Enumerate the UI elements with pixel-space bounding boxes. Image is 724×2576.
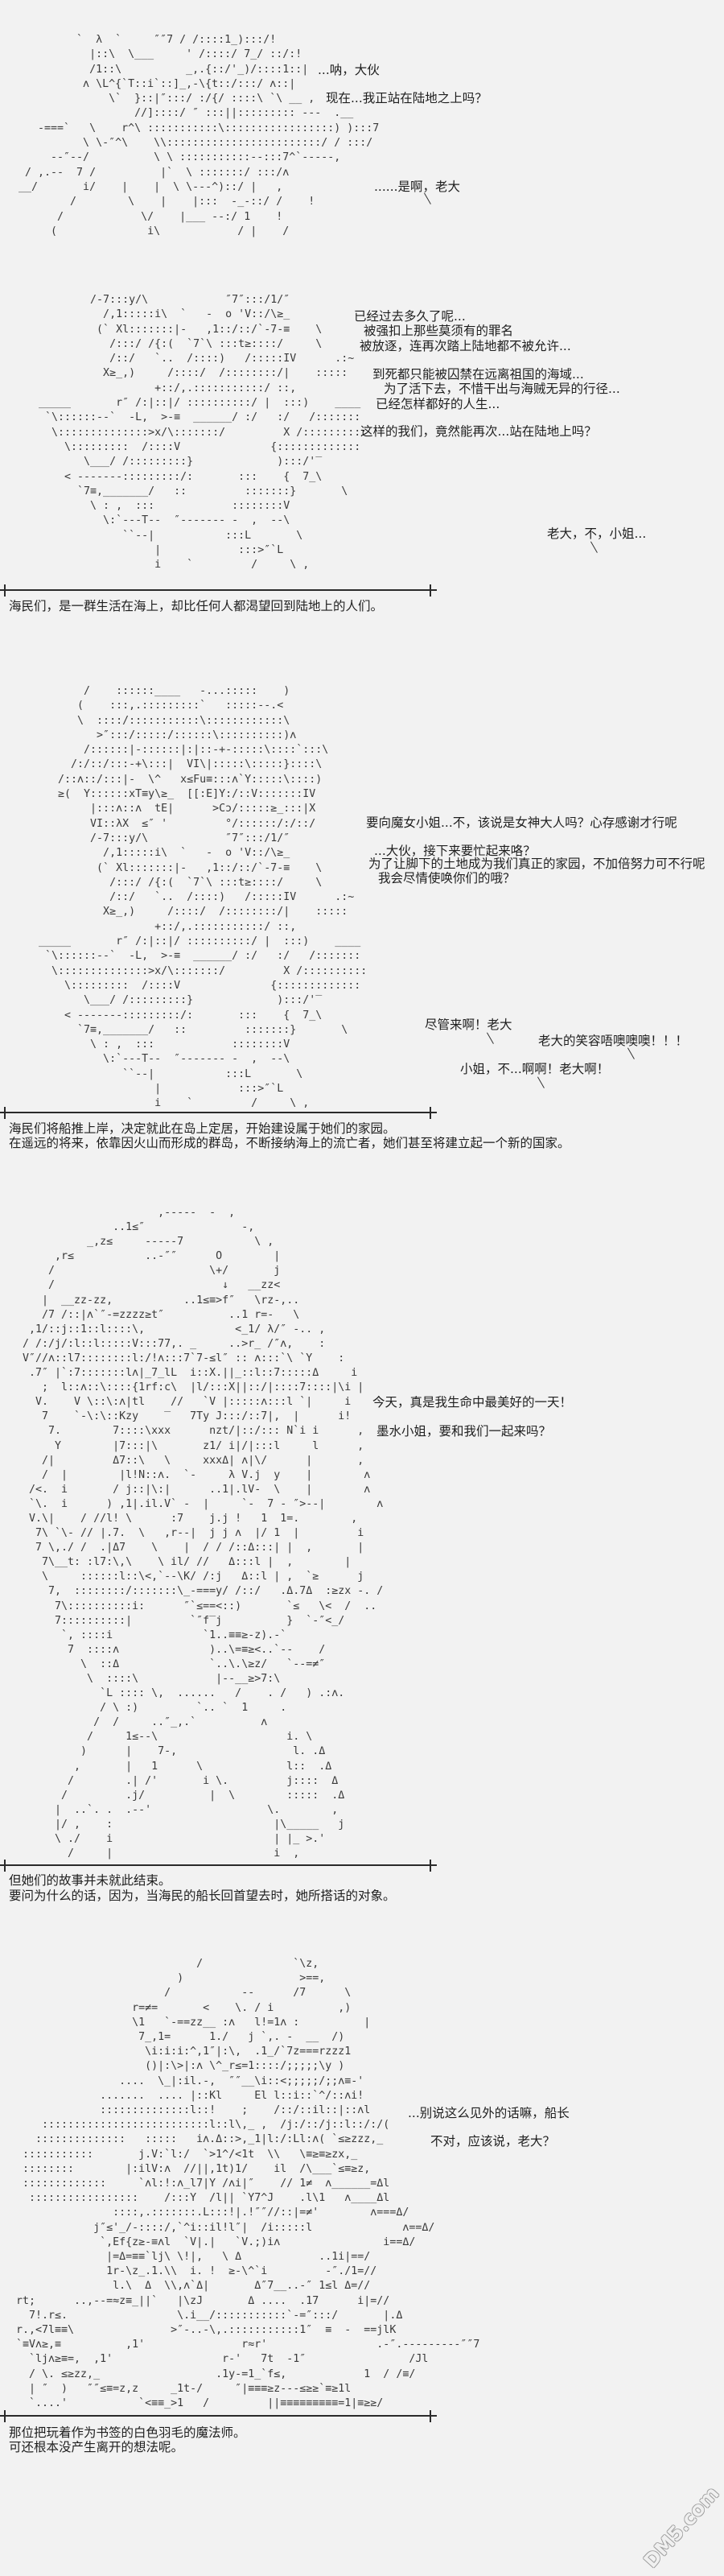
ascii-art-sailor-on-shore: ` λ ` ″″7 / /::::1_):::/! |::\ \___ ' /:… — [19, 34, 380, 237]
ascii-art-witch-reading: / `\z, ) >==, / -- /7 \ r=≠= < \. / i ,)… — [16, 1958, 480, 2410]
divider-line — [0, 2415, 437, 2417]
speech-line: ......是啊，老大 — [374, 180, 461, 194]
divider-tick — [430, 1860, 431, 1872]
speech-line: 现在...我正站在陆地之上吗？ — [326, 91, 487, 105]
speech-line: 不对，应该说，老大？ — [430, 2134, 556, 2149]
crowd-shout: 尽管来啊！老大 — [425, 1018, 512, 1032]
divider-tick — [430, 584, 431, 597]
divider-line — [0, 1864, 437, 1866]
divider-line — [0, 1112, 437, 1113]
speech-line: ...呐，大伙 — [318, 63, 380, 77]
speech-tail — [424, 192, 431, 204]
narration-line: 要问为什么的话，因为，当海民的船长回首望去时，她所搭话的对象。 — [9, 1889, 396, 1903]
narration-line: 在遥远的将来，依靠因火山而形成的群岛，不断接纳海上的流亡者，她们甚至将建立起一个… — [9, 1136, 570, 1150]
speech-line: 今天，真是我生命中最美好的一天！ — [372, 1395, 573, 1410]
speech-line: 已经怎样都好的人生... — [376, 397, 500, 411]
narration-line: 但她们的故事并未就此结束。 — [9, 1873, 171, 1888]
divider-tick — [4, 584, 6, 597]
speech-tail — [590, 541, 598, 553]
speech-line: 为了活下去，不惜干出与海贼无异的行径... — [384, 382, 620, 396]
speech-line: 老大，不，小姐... — [547, 526, 647, 541]
speech-line: ...别说这么见外的话嘛，船长 — [408, 2106, 570, 2120]
divider-line — [0, 589, 437, 591]
speech-line: 到死都只能被囚禁在远离祖国的海域... — [372, 367, 584, 382]
speech-line: 墨水小姐，要和我们一起来吗？ — [376, 1424, 552, 1439]
ascii-art-captain-smiling: / ::::::____ -...::::: ) ( :::,.::::::::… — [39, 685, 368, 1110]
watermark-logo: DM5.com — [639, 2482, 724, 2573]
speech-line: 这样的我们，竟然能再次...站在陆地上吗？ — [360, 424, 597, 439]
speech-tail — [627, 1047, 635, 1059]
crowd-shout: 小姐，不...啊啊！老大啊！ — [460, 1062, 610, 1076]
speech-tail — [537, 1076, 545, 1088]
narration-line: 可还根本没产生离开的想法呢。 — [9, 2440, 184, 2454]
narration-line: 那位把玩着作为书签的白色羽毛的魔法师。 — [9, 2425, 246, 2440]
ascii-art-captain-hat-gesture: ,----- - , ..1≤″ -, _,z≤ -----7 \ , ,r≤ … — [23, 1207, 384, 1860]
narration-line: 海民们将船推上岸，决定就此在岛上定居，开始建设属于她们的家园。 — [9, 1121, 396, 1136]
divider-tick — [430, 1107, 431, 1119]
narration-line: 海民们，是一群生活在海上，却比任何人都渴望回到陆地上的人们。 — [9, 599, 384, 613]
speech-line: 为了让脚下的土地成为我们真正的家园，不加倍努力可不行呢 — [368, 857, 705, 871]
speech-tail — [487, 1032, 494, 1044]
divider-tick — [4, 2410, 6, 2422]
ascii-art-captain-body: /-7:::y/\ ″7″:::/1/″ /,1:::::i\ ` - o 'V… — [39, 294, 368, 572]
speech-line: 我会尽情使唤你们的哦？ — [378, 871, 516, 886]
divider-tick — [4, 1107, 6, 1119]
speech-line: 要向魔女小姐...不，该说是女神大人吗？心存感谢才行呢 — [366, 815, 677, 830]
speech-line: 已经过去多久了呢... — [354, 309, 466, 324]
crowd-shout: 老大的笑容唔噢噢噢！！！ — [538, 1034, 689, 1048]
divider-tick — [4, 1860, 6, 1872]
divider-tick — [430, 2410, 431, 2422]
speech-line: 被放逐，连再次踏上陆地都不被允许... — [360, 339, 571, 353]
speech-line: 被强扣上那些莫须有的罪名 — [364, 324, 514, 338]
speech-line: ...大伙，接下来要忙起来咯？ — [374, 844, 536, 858]
